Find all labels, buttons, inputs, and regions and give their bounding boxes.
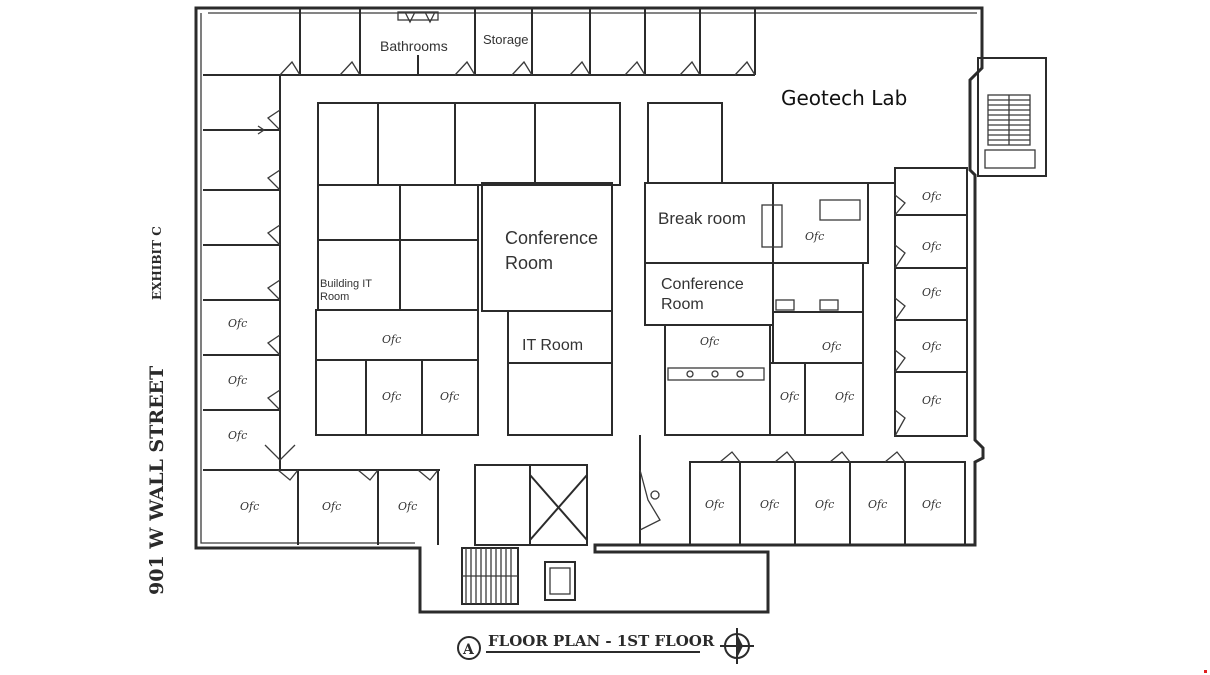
office-mark: Ofc xyxy=(240,500,259,513)
section-marker: A xyxy=(462,642,475,658)
exhibit-label: EXHIBIT C xyxy=(150,226,164,300)
street-address: 901 W WALL STREET xyxy=(146,366,168,595)
conference-room-small-label: Conference xyxy=(661,276,744,293)
floor-plan-title: FLOOR PLAN - 1ST FLOOR xyxy=(488,632,715,650)
it-room-label: IT Room xyxy=(522,337,583,354)
east-door-swings xyxy=(894,194,906,437)
restroom-fixtures xyxy=(639,199,861,531)
top-row-door-swings xyxy=(279,11,756,76)
office-mark: Ofc xyxy=(228,374,247,387)
building-it-room-label: Building IT xyxy=(320,278,372,290)
conference-room-main-label-line2: Room xyxy=(505,253,553,273)
office-mark: Ofc xyxy=(780,390,799,403)
storage-label: Storage xyxy=(483,32,529,47)
conference-room-small-label-line2: Room xyxy=(661,296,704,313)
office-marks: Ofc Ofc Ofc Ofc Ofc Ofc Ofc Ofc Ofc Ofc … xyxy=(228,190,941,513)
building-outline xyxy=(194,6,985,614)
top-row-offices xyxy=(203,8,756,76)
inner-core-east xyxy=(644,102,895,436)
south-door-swings xyxy=(264,444,906,481)
office-mark: Ofc xyxy=(822,340,841,353)
geotech-lab-label: Geotech Lab xyxy=(781,86,907,110)
south-offices xyxy=(297,435,966,546)
office-mark: Ofc xyxy=(922,286,941,299)
stair-tower-east xyxy=(977,57,1047,177)
west-offices xyxy=(203,75,440,471)
office-mark: Ofc xyxy=(228,429,247,442)
office-mark: Ofc xyxy=(760,498,779,511)
office-mark: Ofc xyxy=(398,500,417,513)
east-offices xyxy=(894,167,968,437)
office-mark: Ofc xyxy=(922,498,941,511)
inner-core-west xyxy=(315,102,621,436)
office-mark: Ofc xyxy=(382,390,401,403)
office-mark: Ofc xyxy=(868,498,887,511)
building-it-room-label-line2: Room xyxy=(320,291,349,303)
office-mark: Ofc xyxy=(922,394,941,407)
break-room-label: Break room xyxy=(658,209,746,228)
office-mark: Ofc xyxy=(440,390,459,403)
conference-room-main-label: Conference xyxy=(505,228,598,248)
office-mark: Ofc xyxy=(922,340,941,353)
office-mark: Ofc xyxy=(382,333,401,346)
plan-title: A FLOOR PLAN - 1ST FLOOR xyxy=(457,628,754,664)
conference-room-main xyxy=(481,182,613,436)
office-mark: Ofc xyxy=(805,230,824,243)
west-door-swings xyxy=(240,109,281,411)
room-labels: Bathrooms Storage Geotech Lab Conference… xyxy=(320,32,907,354)
office-mark: Ofc xyxy=(700,335,719,348)
office-mark: Ofc xyxy=(835,390,854,403)
office-mark: Ofc xyxy=(922,190,941,203)
office-mark: Ofc xyxy=(322,500,341,513)
office-mark: Ofc xyxy=(815,498,834,511)
corner-mark xyxy=(1204,670,1207,673)
office-mark: Ofc xyxy=(228,317,247,330)
office-mark: Ofc xyxy=(922,240,941,253)
bathrooms-label: Bathrooms xyxy=(380,38,448,54)
office-mark: Ofc xyxy=(705,498,724,511)
section-marker-circle xyxy=(457,636,481,660)
north-arrow-icon xyxy=(720,628,754,664)
south-stair xyxy=(461,547,576,605)
